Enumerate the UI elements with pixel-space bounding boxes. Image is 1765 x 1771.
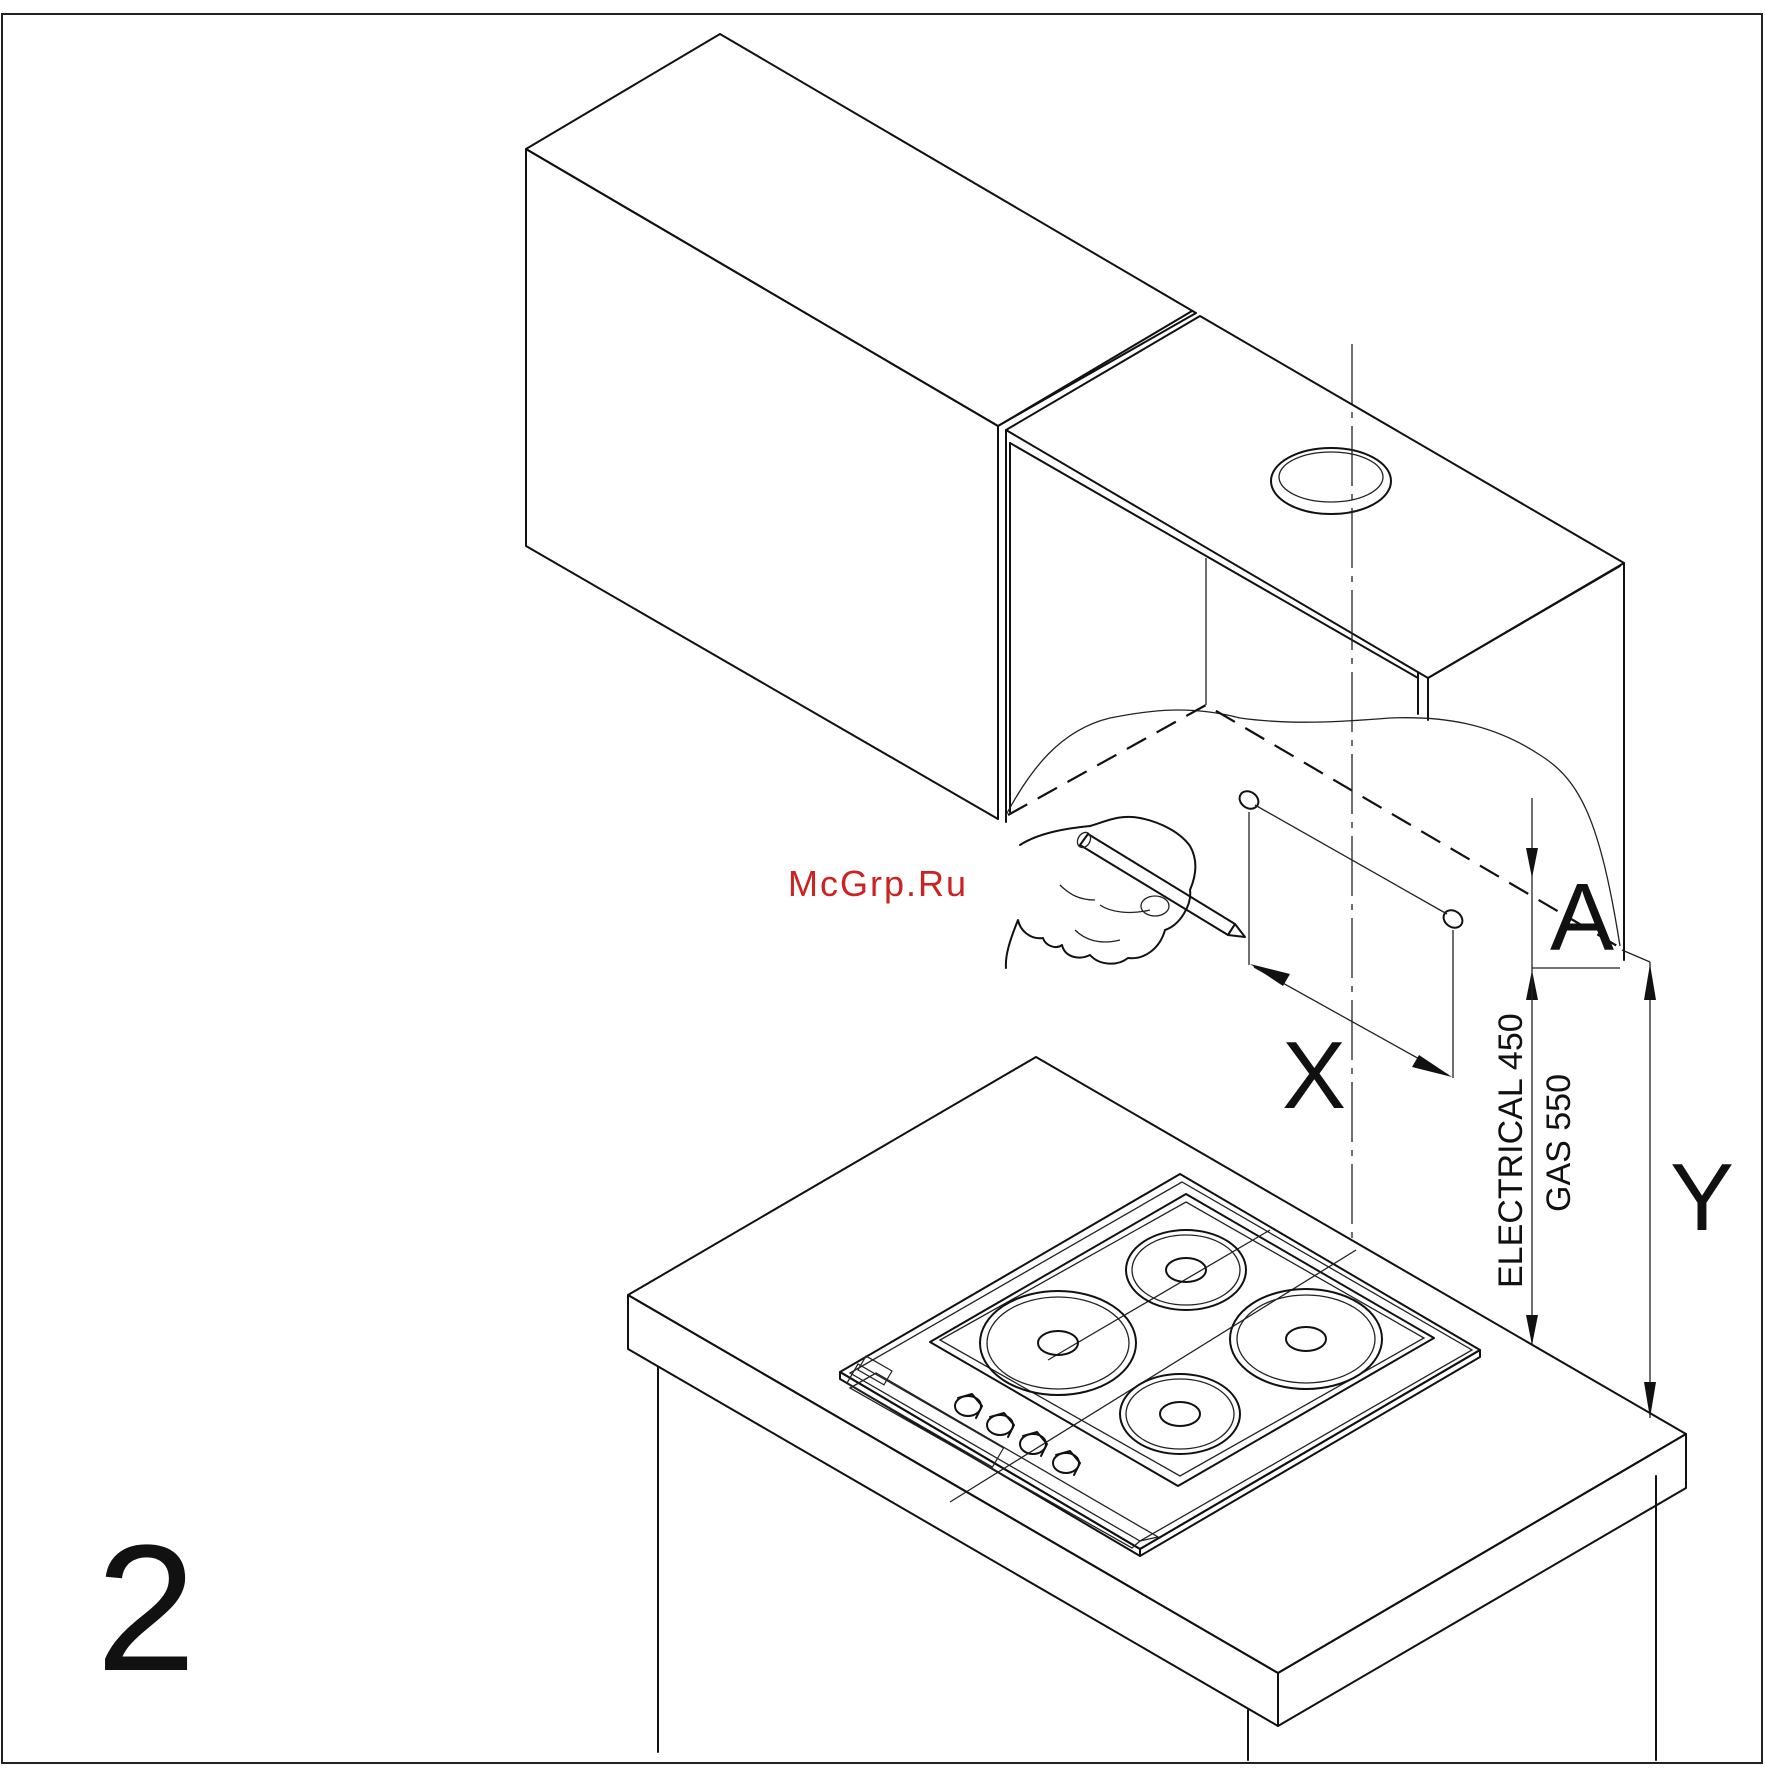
x-dimension-line	[1250, 964, 1452, 1077]
burner-front-left	[980, 1291, 1136, 1395]
knob-2	[987, 1413, 1014, 1437]
burner-front-right	[1120, 1374, 1240, 1454]
a-label: A	[1550, 864, 1614, 971]
base-cabinet	[658, 1367, 1656, 1760]
hand-with-pencil	[1006, 817, 1245, 968]
control-knobs	[955, 1394, 1080, 1475]
wall-cabinet-left	[526, 34, 1196, 822]
cooktop-hob	[840, 1174, 1480, 1556]
knob-4	[1053, 1451, 1080, 1475]
burner-back-right	[1230, 1289, 1382, 1389]
electrical-dimension-label: ELECTRICAL 450	[1492, 1013, 1530, 1288]
vent-hole	[1271, 448, 1391, 514]
x-label: X	[1282, 1022, 1346, 1129]
y-label: Y	[1670, 1144, 1734, 1251]
bracket-holes	[1236, 788, 1466, 1078]
hood-outline	[1006, 710, 1620, 946]
gas-dimension-label: GAS 550	[1540, 1074, 1578, 1212]
knob-1	[955, 1394, 982, 1418]
y-dimension	[1622, 950, 1656, 1418]
burner-back-left	[1126, 1230, 1246, 1310]
step-number: 2	[96, 1508, 196, 1709]
watermark: McGrp.Ru	[788, 863, 968, 904]
